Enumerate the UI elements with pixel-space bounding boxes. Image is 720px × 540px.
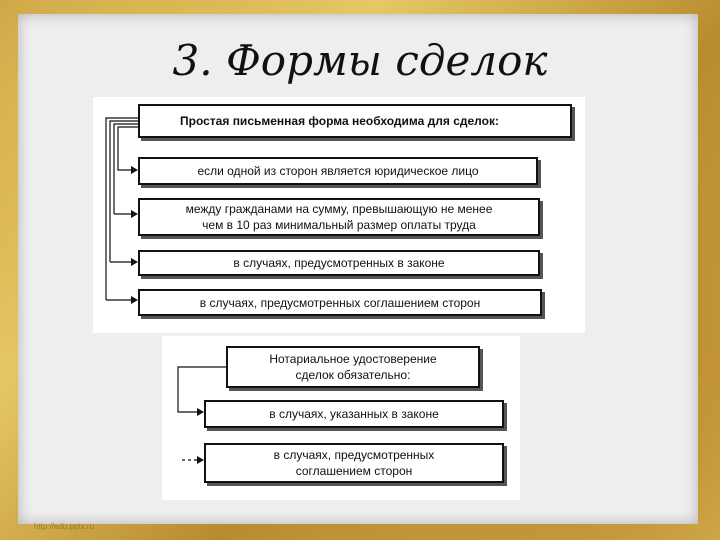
notarial-item: в случаях, указанных в законе xyxy=(204,400,504,428)
watermark: http://edu.pptx.ru xyxy=(34,522,95,531)
slide-title: 3. Формы сделок xyxy=(172,36,548,85)
notarial-item: в случаях, предусмотренных соглашением с… xyxy=(204,443,504,483)
simple-written-item: в случаях, предусмотренных в законе xyxy=(138,250,540,276)
notarial-header: Нотариальное удостоверение сделок обязат… xyxy=(226,346,480,388)
simple-written-item: в случаях, предусмотренных соглашением с… xyxy=(138,289,542,316)
simple-written-header: Простая письменная форма необходима для … xyxy=(138,104,572,138)
simple-written-item: если одной из сторон является юридическо… xyxy=(138,157,538,185)
simple-written-item: между гражданами на сумму, превышающую н… xyxy=(138,198,540,236)
